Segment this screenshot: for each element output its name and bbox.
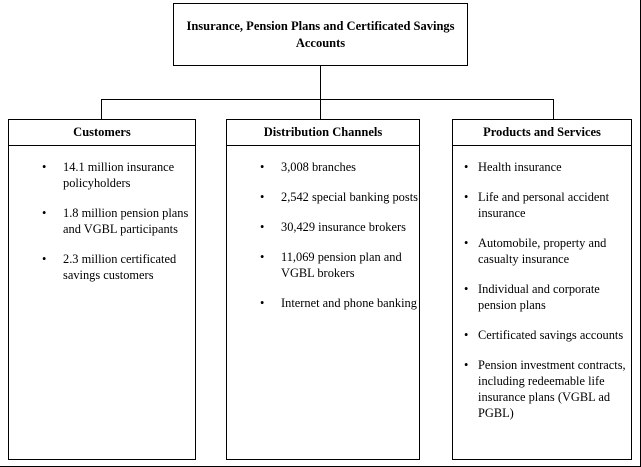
bullet-list-customers: • 14.1 million insurance policyholders •… <box>9 159 195 283</box>
connector-horizontal-bus <box>101 99 553 100</box>
bullet-icon: • <box>42 160 47 174</box>
list-item: • 2,542 special banking posts <box>227 189 419 205</box>
bullet-icon: • <box>464 160 469 174</box>
list-item: • Individual and corporate pension plans <box>453 281 631 313</box>
column-header-label: Customers <box>73 125 131 139</box>
column-header-label: Products and Services <box>483 125 601 139</box>
list-item-text: 3,008 branches <box>281 160 357 174</box>
list-item: • 3,008 branches <box>227 159 419 175</box>
list-item: • Certificated savings accounts <box>453 327 631 343</box>
connector-drop-products-and-services <box>553 99 554 119</box>
list-item: • Internet and phone banking <box>227 295 419 311</box>
bullet-icon: • <box>464 190 469 204</box>
bullet-icon: • <box>464 328 469 342</box>
list-item-text: Health insurance <box>478 160 562 174</box>
bullet-icon: • <box>260 190 265 204</box>
list-item-text: 2,542 special banking posts <box>281 190 418 204</box>
root-node-box: Insurance, Pension Plans and Certificate… <box>173 3 468 66</box>
list-item: • 11,069 pension plan and VGBL brokers <box>227 249 419 281</box>
column-body-customers: • 14.1 million insurance policyholders •… <box>9 146 195 283</box>
connector-root-stem <box>320 66 321 99</box>
list-item-text: 14.1 million insurance policyholders <box>63 160 175 190</box>
list-item-text: 1.8 million pension plans and VGBL parti… <box>63 206 189 236</box>
column-header-label: Distribution Channels <box>263 125 383 139</box>
root-node-title: Insurance, Pension Plans and Certificate… <box>186 18 455 50</box>
connector-drop-customers <box>101 99 102 119</box>
bullet-icon: • <box>260 160 265 174</box>
list-item-text: 30,429 insurance brokers <box>281 220 406 234</box>
bullet-icon: • <box>260 250 265 264</box>
bullet-icon: • <box>260 296 265 310</box>
bullet-icon: • <box>42 206 47 220</box>
list-item: • 2.3 million certificated savings custo… <box>9 251 195 283</box>
column-header-customers: Customers <box>9 120 195 146</box>
column-products-and-services: Products and Services • Health insurance… <box>452 119 632 460</box>
bullet-icon: • <box>464 282 469 296</box>
list-item-text: Internet and phone banking <box>281 296 417 310</box>
list-item-text: 2.3 million certificated savings custome… <box>63 252 177 282</box>
list-item-text: Automobile, property and casualty insura… <box>478 236 607 266</box>
column-distribution-channels: Distribution Channels • 3,008 branches •… <box>226 119 420 460</box>
list-item: • 30,429 insurance brokers <box>227 219 419 235</box>
list-item-text: Life and personal accident insurance <box>478 190 610 220</box>
column-body-distribution-channels: • 3,008 branches • 2,542 special banking… <box>227 146 419 311</box>
list-item: • Health insurance <box>453 159 631 175</box>
bullet-icon: • <box>42 252 47 266</box>
bullet-list-products-and-services: • Health insurance • Life and personal a… <box>453 159 631 421</box>
list-item: • Pension investment contracts, includin… <box>453 357 631 421</box>
list-item: • 1.8 million pension plans and VGBL par… <box>9 205 195 237</box>
list-item-text: Pension investment contracts, including … <box>478 358 626 420</box>
list-item-text: 11,069 pension plan and VGBL brokers <box>281 250 402 280</box>
list-item-text: Individual and corporate pension plans <box>478 282 600 312</box>
list-item: • Automobile, property and casualty insu… <box>453 235 631 267</box>
bullet-icon: • <box>464 358 469 372</box>
list-item: • 14.1 million insurance policyholders <box>9 159 195 191</box>
bullet-icon: • <box>260 220 265 234</box>
list-item-text: Certificated savings accounts <box>478 328 624 342</box>
column-header-distribution-channels: Distribution Channels <box>227 120 419 146</box>
list-item: • Life and personal accident insurance <box>453 189 631 221</box>
column-body-products-and-services: • Health insurance • Life and personal a… <box>453 146 631 421</box>
connector-drop-distribution-channels <box>320 99 321 119</box>
bullet-icon: • <box>464 236 469 250</box>
column-customers: Customers • 14.1 million insurance polic… <box>8 119 196 460</box>
bullet-list-distribution-channels: • 3,008 branches • 2,542 special banking… <box>227 159 419 311</box>
column-header-products-and-services: Products and Services <box>453 120 631 146</box>
